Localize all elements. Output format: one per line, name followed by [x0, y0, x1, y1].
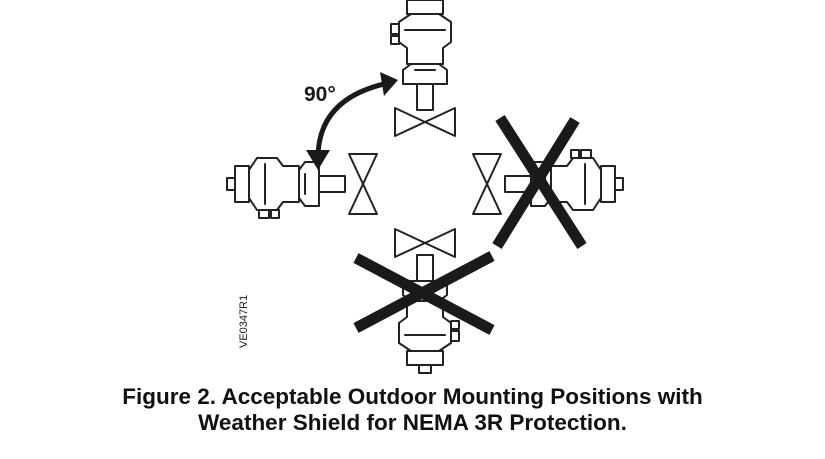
actuator-icon — [390, 0, 452, 111]
bottom-mounting-position — [353, 228, 495, 374]
not-acceptable-x-mark — [353, 251, 495, 335]
caption-line-1: Figure 2. Acceptable Outdoor Mounting Po… — [122, 384, 703, 409]
drawing-code-label: VE0347R1 — [238, 295, 250, 348]
top-mounting-position — [390, 0, 456, 137]
actuator-icon — [226, 157, 346, 219]
right-mounting-position — [472, 115, 624, 249]
rotation-angle-label: 90° — [304, 83, 336, 106]
mounting-positions-diagram: 90° VE0347R1 — [226, 0, 624, 374]
rotation-arrow-icon — [306, 72, 398, 170]
figure-caption: Figure 2. Acceptable Outdoor Mounting Po… — [0, 384, 825, 436]
valve-body-icon — [472, 153, 502, 215]
valve-body-icon — [348, 153, 378, 215]
left-mounting-position — [226, 153, 378, 219]
valve-body-icon — [394, 107, 456, 137]
caption-line-2: Weather Shield for NEMA 3R Protection. — [198, 410, 627, 435]
valve-body-icon — [394, 228, 456, 258]
not-acceptable-x-mark — [492, 115, 587, 249]
